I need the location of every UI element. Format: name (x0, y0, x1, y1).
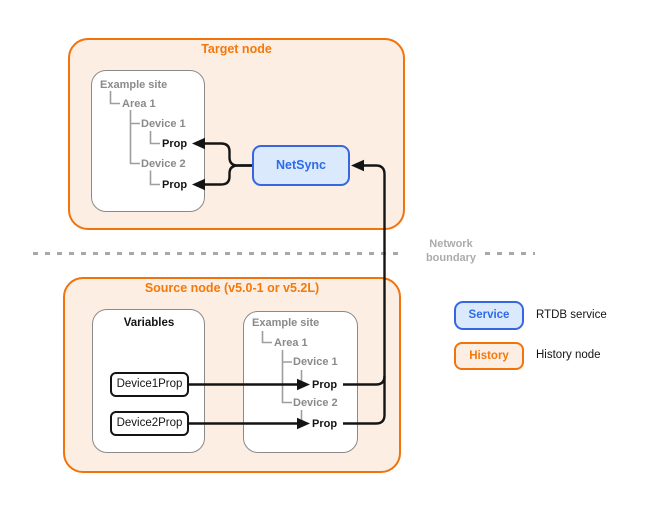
network-boundary-line-right (485, 252, 535, 255)
network-boundary-line-left (33, 252, 405, 255)
network-boundary-label-line2: boundary (425, 251, 477, 264)
network-boundary-label-line1: Network (429, 238, 473, 250)
source-tree-root: Example site (252, 317, 320, 329)
target-tree-area: Area 1 (122, 98, 156, 110)
target-tree-device2: Device 2 (141, 158, 186, 170)
variable-device1prop-box: Device1Prop (110, 372, 189, 397)
source-tree-device1-prop: Prop (312, 378, 338, 391)
legend-history-box: History (454, 342, 524, 370)
legend-history-label: History node (536, 349, 601, 361)
target-node-title: Target node (201, 42, 272, 56)
source-tree-device2: Device 2 (293, 397, 338, 409)
source-tree-device1: Device 1 (293, 356, 338, 368)
netsync-service-box: NetSync (252, 145, 350, 186)
target-tree-device1: Device 1 (141, 118, 186, 130)
source-tree-device2-prop: Prop (312, 417, 338, 430)
target-tree-device1-prop: Prop (162, 137, 188, 150)
network-boundary-label: Network boundary (413, 238, 489, 265)
source-tree-box (243, 311, 358, 453)
source-tree-area: Area 1 (274, 337, 308, 349)
source-variables-title: Variables (123, 317, 175, 329)
source-node-title: Source node (v5.0-1 or v5.2L) (144, 281, 320, 295)
legend-service-label: RTDB service (536, 309, 607, 321)
legend-service-box: Service (454, 301, 524, 330)
target-tree-device2-prop: Prop (162, 178, 188, 191)
variable-device2prop-box: Device2Prop (110, 411, 189, 436)
target-tree-root: Example site (100, 79, 168, 91)
